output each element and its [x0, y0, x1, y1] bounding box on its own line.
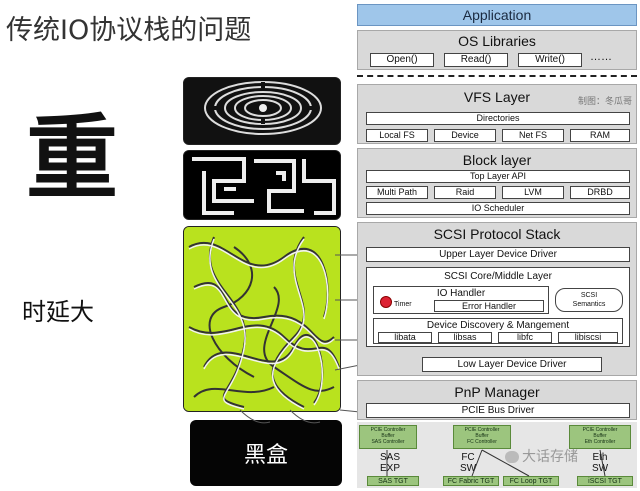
libsas-box: libsas [438, 332, 492, 343]
device-box: Device [434, 129, 496, 142]
net-fs-box: Net FS [502, 129, 564, 142]
io-scheduler-box: IO Scheduler [366, 202, 630, 215]
libata-box: libata [378, 332, 432, 343]
drbd-box: DRBD [570, 186, 630, 199]
directories-box: Directories [366, 112, 630, 125]
maze-rect-image [183, 150, 341, 220]
pnp-layer: PnP Manager PCIE Bus Driver [357, 380, 637, 420]
libfc-box: libfc [498, 332, 552, 343]
io-handler-title: IO Handler [374, 288, 548, 299]
open-call: Open() [370, 53, 434, 67]
controllers-area: PCIE Controller Buffer SAS Controller SA… [357, 422, 637, 488]
watermark-text: 大话存储 [522, 449, 578, 465]
timer-icon [380, 296, 392, 308]
scsi-title: SCSI Protocol Stack [358, 226, 636, 242]
vfs-layer: VFS Layer 制图：冬瓜哥 Directories Local FS De… [357, 84, 637, 144]
os-libraries-layer: OS Libraries Open() Read() Write() …… [357, 30, 637, 70]
multipath-box: Multi Path [366, 186, 428, 199]
block-title: Block layer [358, 152, 636, 168]
io-handler-box: IO Handler Timer Error Handler [373, 286, 549, 314]
controller-links [357, 422, 637, 488]
os-libraries-title: OS Libraries [358, 33, 636, 49]
top-layer-api-box: Top Layer API [366, 170, 630, 183]
lvm-box: LVM [502, 186, 564, 199]
timer-label: Timer [394, 301, 412, 308]
pnp-title: PnP Manager [358, 384, 636, 400]
error-handler-box: Error Handler [434, 300, 544, 312]
block-layer: Block layer Top Layer API Multi Path Rai… [357, 148, 637, 218]
scsi-core-title: SCSI Core/Middle Layer [367, 271, 629, 282]
scsi-semantics-box: SCSI Semantics [555, 288, 623, 312]
scsi-layer: SCSI Protocol Stack Upper Layer Device D… [357, 222, 637, 376]
latency-label: 时延大 [22, 292, 94, 327]
libiscsi-box: libiscsi [558, 332, 618, 343]
divider-dashed [357, 75, 637, 77]
upper-driver-box: Upper Layer Device Driver [366, 247, 630, 262]
scsi-core-box: SCSI Core/Middle Layer IO Handler Timer … [366, 267, 630, 347]
write-call: Write() [518, 53, 582, 67]
local-fs-box: Local FS [366, 129, 428, 142]
read-call: Read() [444, 53, 508, 67]
maze-circle-image [183, 77, 341, 145]
ram-box: RAM [570, 129, 630, 142]
connector-lines [180, 240, 360, 440]
wechat-icon [505, 451, 519, 463]
device-discovery-title: Device Discovery & Mangement [374, 320, 622, 331]
device-discovery-box: Device Discovery & Mangement libata libs… [373, 318, 623, 344]
credit-label: 制图：冬瓜哥 [578, 94, 632, 107]
pcie-driver-box: PCIE Bus Driver [366, 403, 630, 418]
application-bar: Application [357, 4, 637, 26]
lower-driver-box: Low Layer Device Driver [422, 357, 602, 372]
page-title: 传统IO协议栈的问题 [6, 8, 251, 47]
more-calls: …… [590, 51, 612, 63]
raid-box: Raid [434, 186, 496, 199]
watermark: 大话存储 [505, 446, 578, 466]
heavy-label: 重 [26, 112, 118, 204]
